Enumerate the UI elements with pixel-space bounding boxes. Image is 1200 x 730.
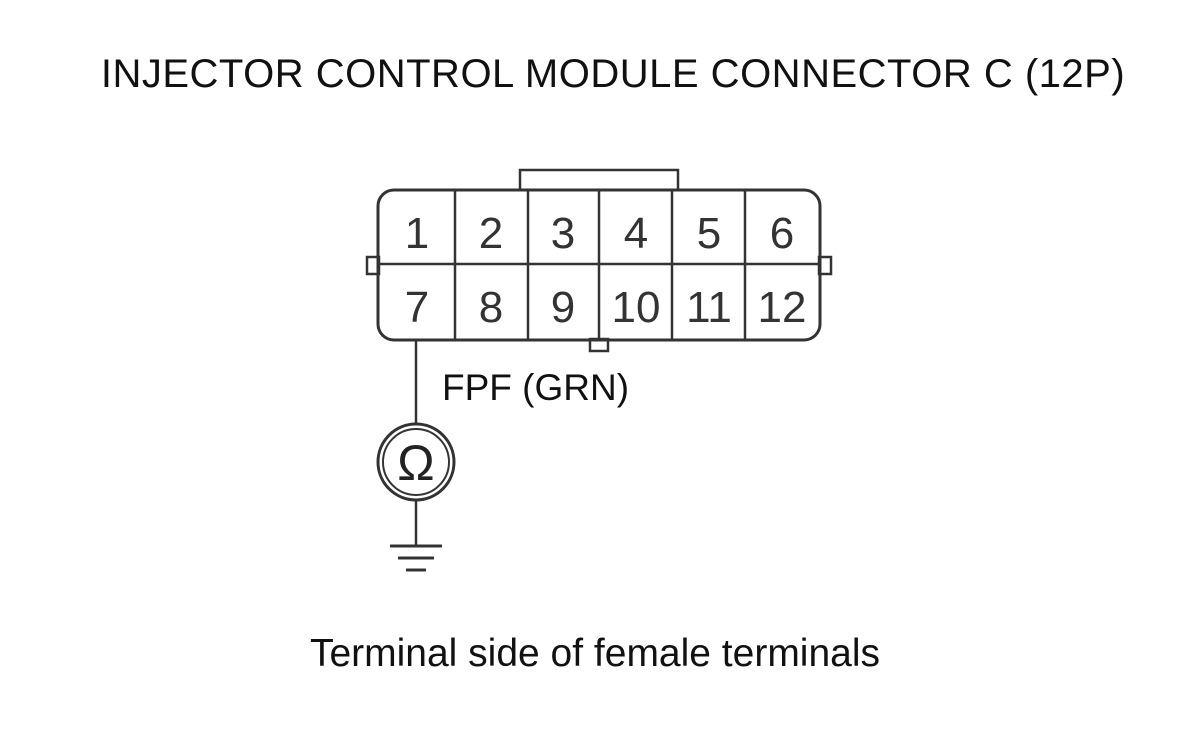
pin-3-label: 3 xyxy=(551,209,575,258)
pin-5-label: 5 xyxy=(697,209,721,258)
pin-1-label: 1 xyxy=(405,209,429,258)
footer-caption: Terminal side of female terminals xyxy=(309,632,881,675)
pin-8-label: 8 xyxy=(479,283,503,332)
pin-2-label: 2 xyxy=(479,209,503,258)
pin-4-label: 4 xyxy=(624,209,648,258)
ohm-symbol: Ω xyxy=(397,435,434,491)
diagram-title: INJECTOR CONTROL MODULE CONNECTOR C (12P… xyxy=(100,52,1126,96)
ohmmeter-icon: Ω xyxy=(376,422,456,502)
wire-label: FPF (GRN) xyxy=(442,367,629,408)
pin-7-label: 7 xyxy=(405,283,429,332)
connector-cavity-grid xyxy=(378,190,820,340)
pin-11-label: 11 xyxy=(686,283,732,332)
pin-9-label: 9 xyxy=(551,283,575,332)
pin-10-label: 10 xyxy=(612,283,661,332)
pin-6-label: 6 xyxy=(770,209,794,258)
pin-12-label: 12 xyxy=(758,283,807,332)
pin-row-bottom: 7 8 9 10 11 12 xyxy=(405,283,807,332)
ground-icon xyxy=(390,544,442,572)
pin-row-top: 1 2 3 4 5 6 xyxy=(405,209,794,258)
